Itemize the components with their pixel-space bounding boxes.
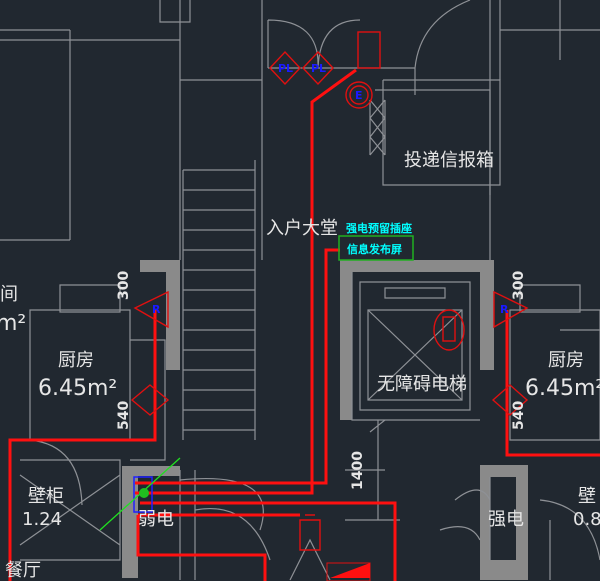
room-partial-area: m²	[0, 311, 26, 336]
weak-current-room-label: 弱电	[138, 509, 174, 530]
lobby-label: 入户大堂	[266, 218, 338, 239]
dining-label: 餐厅	[5, 560, 41, 581]
power-socket-label: 强电预留插座	[346, 221, 412, 235]
dim-corridor-1400: 1400	[350, 451, 366, 490]
pl-symbol-1: PL	[278, 62, 293, 75]
dim-right-300: 300	[511, 271, 527, 300]
room-partial-label: 间	[0, 284, 18, 305]
dim-left-540: 540	[116, 401, 132, 430]
pl-diamond-2	[302, 50, 334, 86]
r-triangle-right	[493, 290, 529, 329]
distribution-box	[357, 31, 381, 69]
e-symbol: E	[355, 89, 363, 102]
electrical-symbols	[99, 31, 529, 581]
kitchen-right-label: 厨房	[548, 350, 584, 371]
pl-diamond-1	[269, 50, 301, 86]
closet-right-area: 0.8	[573, 509, 600, 530]
dim-right-540: 540	[511, 401, 527, 430]
strong-current-room-label: 强电	[488, 509, 524, 530]
kitchen-left-area: 6.45m²	[38, 376, 117, 401]
dim-left-300: 300	[116, 271, 132, 300]
kitchen-left-label: 厨房	[58, 350, 94, 371]
kitchen-right-area: 6.45m²	[525, 376, 600, 401]
walls	[122, 260, 528, 580]
info-screen-label: 信息发布屏	[347, 242, 402, 256]
closet-left-label: 壁柜	[28, 486, 64, 507]
closet-left-area: 1.24	[22, 509, 62, 530]
r-symbol-left: R	[152, 303, 161, 316]
closet-right-label: 壁	[578, 486, 596, 507]
info-screen-box	[338, 235, 414, 261]
elevator-label: 无障碍电梯	[377, 374, 467, 395]
mailbox-label: 投递信报箱	[404, 150, 494, 171]
r-triangle-left	[133, 290, 169, 329]
r-symbol-right: R	[500, 303, 509, 316]
pl-symbol-2: PL	[311, 62, 326, 75]
wiring-runs	[8, 68, 600, 581]
